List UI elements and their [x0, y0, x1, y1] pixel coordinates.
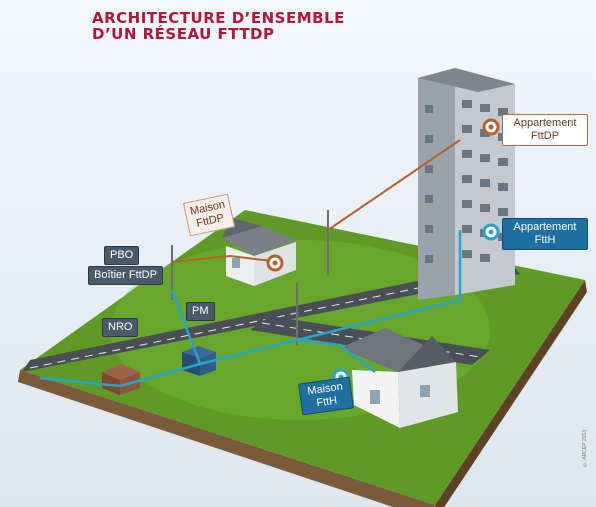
marker-maison-fttdp	[266, 254, 284, 272]
apartment-tower	[418, 68, 515, 300]
label-appartement-ftth: Appartement FttH	[502, 218, 588, 250]
ftth-cables	[39, 230, 462, 388]
title-line-1: ARCHITECTURE D’ENSEMBLE	[92, 9, 345, 27]
title-line-2: D’UN RÉSEAU FTTDP	[92, 25, 275, 43]
copyright-notice: © ARCEP 2013	[582, 430, 588, 467]
house-ftth	[340, 328, 458, 428]
label-appartement-fttdp: Appartement FttDP	[502, 114, 588, 146]
label-pbo: PBO	[104, 246, 140, 265]
label-pm: PM	[186, 302, 215, 321]
label-nro: NRO	[102, 318, 139, 337]
diagram-title: ARCHITECTURE D’ENSEMBLE D’UN RÉSEAU FTTD…	[92, 10, 345, 42]
pm-cabinet	[182, 346, 216, 376]
fttdp-cables	[171, 139, 461, 263]
marker-appartement-ftth	[482, 223, 500, 241]
marker-appartement-fttdp	[482, 118, 500, 136]
label-boitier-fttdp: Boîtier FttDP	[88, 266, 163, 285]
